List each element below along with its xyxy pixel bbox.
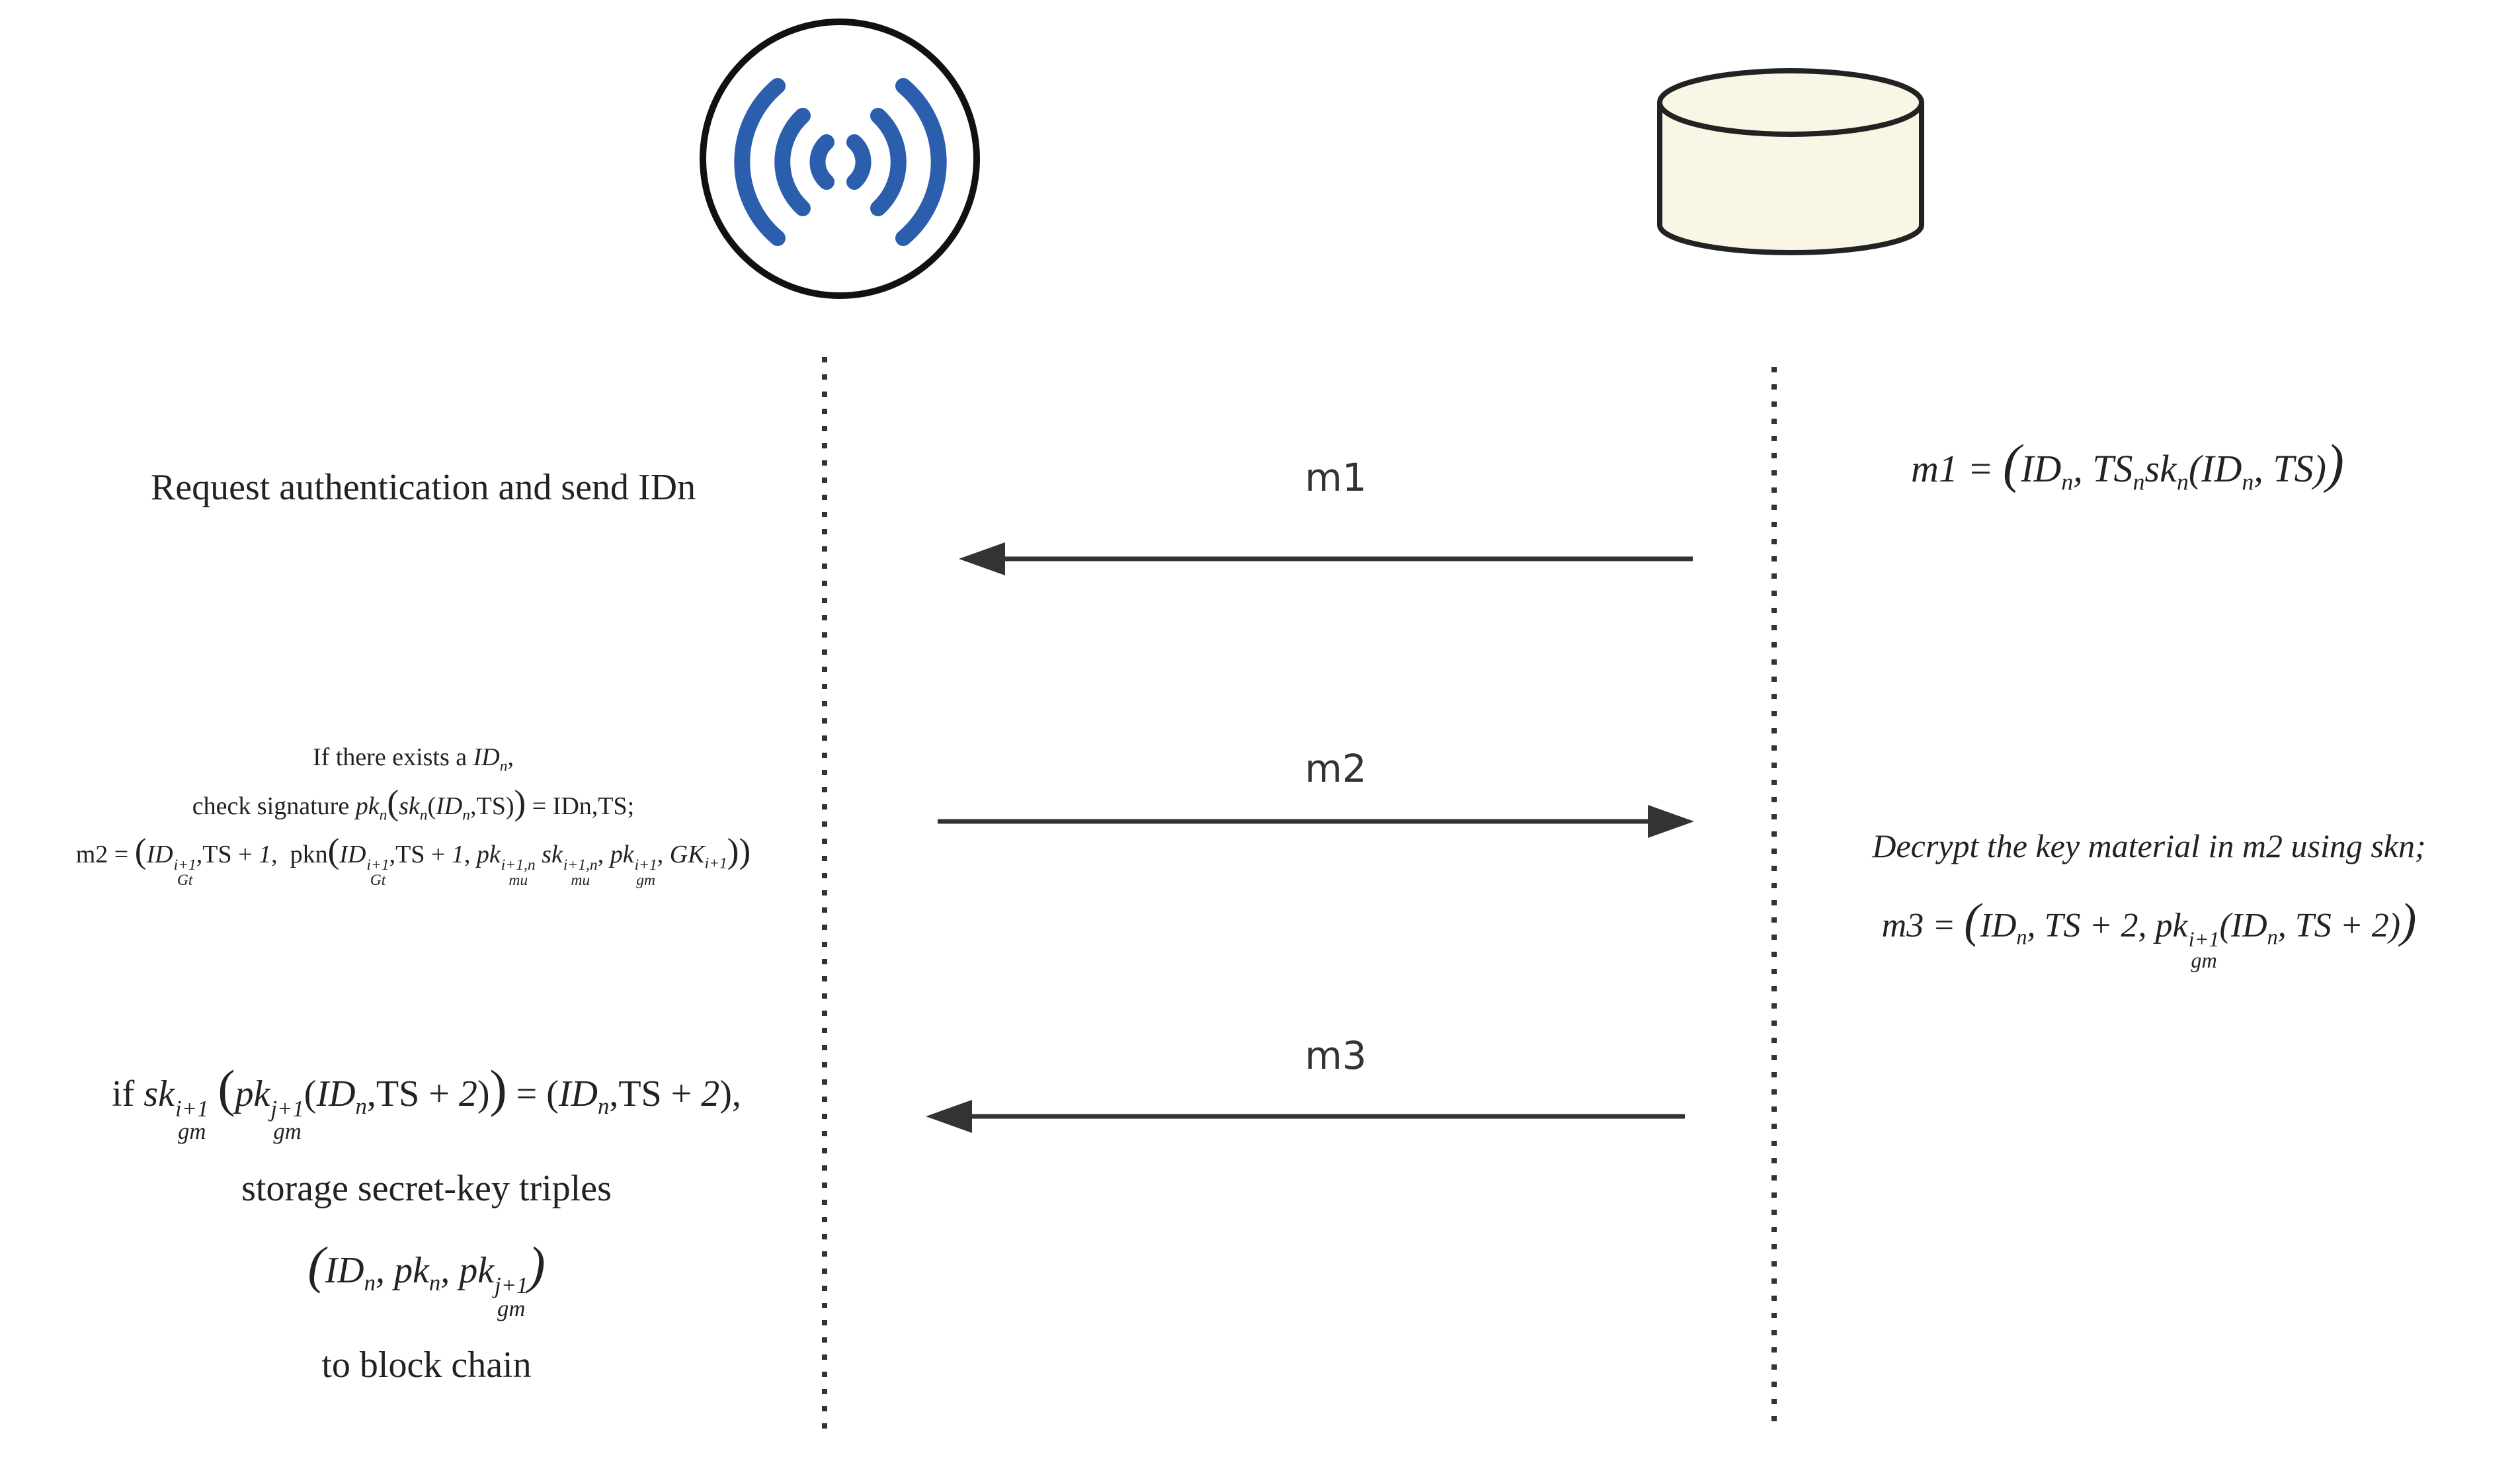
block-chain-line: to block chain: [321, 1345, 532, 1386]
decrypt-note: Decrypt the key material in m2 using skn…: [1872, 827, 2426, 864]
check-line: check signature pkn(skn(IDn,TS)) = IDn,T…: [192, 782, 635, 824]
message-label-m3: m3: [1305, 1033, 1367, 1078]
storage-line: storage secret-key triples: [241, 1168, 612, 1210]
exists-line: If there exists a IDn,: [312, 743, 514, 775]
arrow-m1: [959, 542, 1693, 575]
arrow-m2: [938, 805, 1694, 838]
message-label-m2: m2: [1305, 746, 1367, 791]
request-note: Request authentication and send IDn: [150, 467, 696, 508]
wireless-signal-icon: [700, 19, 980, 299]
arrow-m3: [926, 1100, 1685, 1133]
check-signature-note: If there exists a IDn, check signature p…: [0, 737, 827, 889]
message-label-m1: m1: [1305, 455, 1367, 500]
m1-formula: m1 = (IDn, TSnskn(IDn, TS)): [1911, 434, 2344, 495]
database-icon: [1657, 68, 1924, 255]
